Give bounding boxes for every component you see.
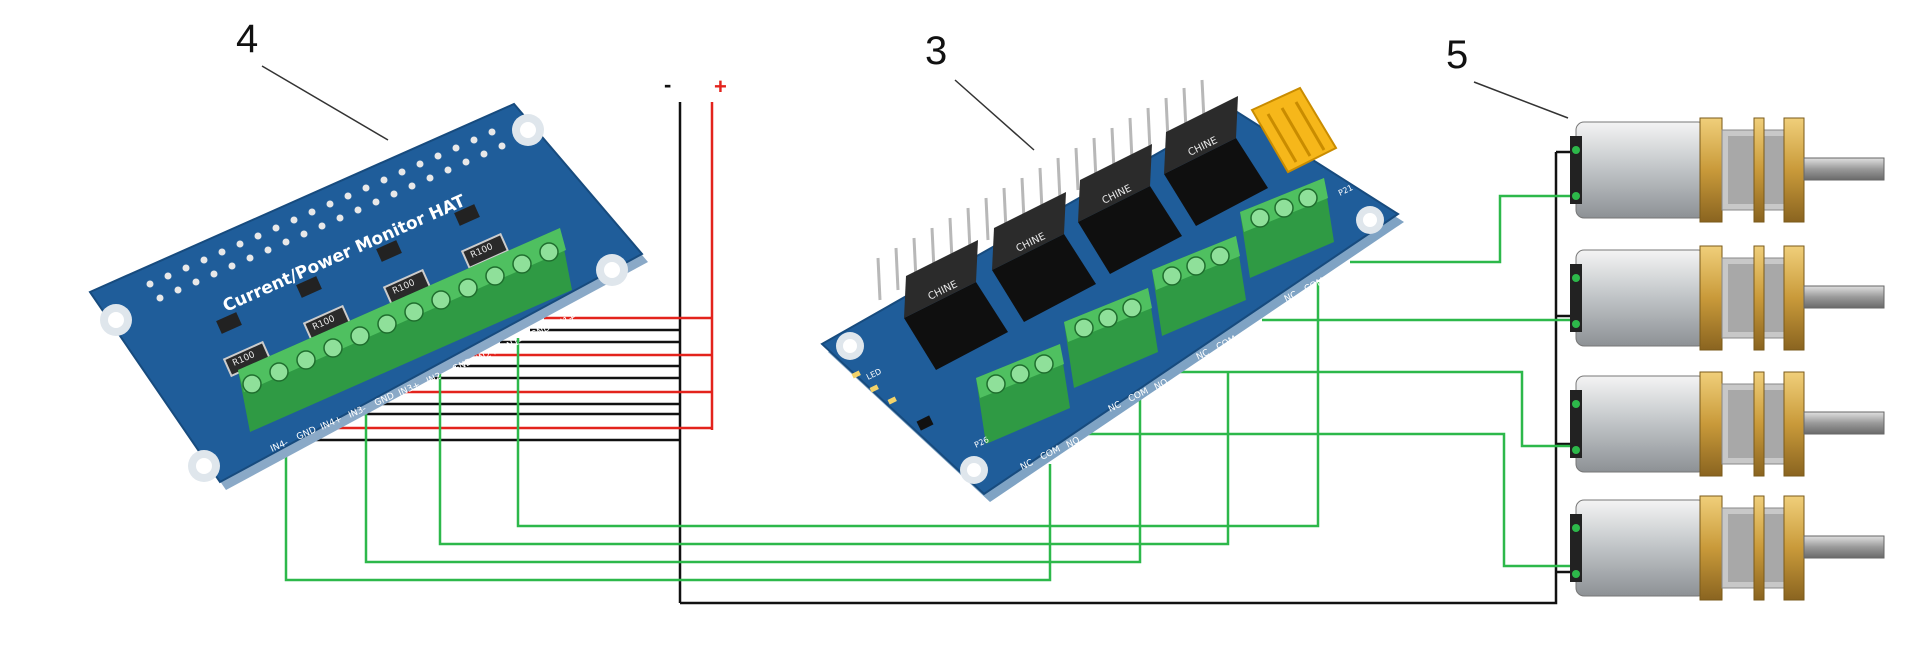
relay-status-leds xyxy=(851,370,934,431)
relay-3: CHINE xyxy=(1078,144,1182,274)
callout-5: 5 xyxy=(1446,33,1569,119)
callout-3: 3 xyxy=(925,29,1035,151)
relay-driver-ic xyxy=(916,415,934,431)
gear-motor-2 xyxy=(1570,245,1885,351)
hat-ic-chip xyxy=(454,204,480,226)
hat-ic-chip xyxy=(216,312,242,334)
wire-green-in1-com4 xyxy=(516,282,1320,528)
power-supply: - + xyxy=(664,72,727,603)
wires xyxy=(284,150,1576,605)
wire-green-in2-com3 xyxy=(438,372,1230,546)
gear-motor-4 xyxy=(1570,495,1885,601)
wire-black-motor-return xyxy=(680,152,1558,605)
gear-motor-3 xyxy=(1570,371,1885,477)
callout-4-label: 4 xyxy=(236,17,258,61)
callout-4-leader xyxy=(261,65,389,141)
hat-label-in1-minus: IN1- xyxy=(503,336,524,353)
hat-ic-chip xyxy=(296,276,322,298)
callout-5-leader xyxy=(1473,81,1569,119)
relay-board: CHINE CHINE CHINE CHINE xyxy=(820,79,1404,502)
power-plus-label: + xyxy=(714,74,727,99)
relay-terminal-blocks xyxy=(976,178,1334,444)
relay-terminal-4 xyxy=(1240,178,1334,278)
power-minus-label: - xyxy=(664,72,671,97)
wire-green-no2-motor3 xyxy=(1172,370,1576,448)
relay-yellow-connector xyxy=(1250,86,1338,174)
relay-modules: CHINE CHINE CHINE CHINE xyxy=(904,96,1268,370)
relay-1: CHINE xyxy=(904,240,1008,370)
relay-terminal-1 xyxy=(976,344,1070,444)
callout-5-label: 5 xyxy=(1446,33,1468,77)
wire-green-no1-motor4 xyxy=(1084,432,1576,568)
callout-3-label: 3 xyxy=(925,29,947,73)
relay-terminal-2 xyxy=(1064,288,1158,388)
hat-pcb xyxy=(88,102,644,484)
hat-ic-chip xyxy=(376,240,402,262)
relay-2: CHINE xyxy=(992,192,1096,322)
gear-motor-1 xyxy=(1570,117,1885,223)
hat-label-in1-plus: IN1+ xyxy=(553,312,578,330)
wire-black-motor-taps xyxy=(1556,150,1576,574)
relay-terminal-3 xyxy=(1152,236,1246,336)
callout-3-leader xyxy=(954,79,1035,151)
hat-terminal-block xyxy=(238,228,572,432)
hat-gpio-pads xyxy=(146,128,506,302)
relay-4: CHINE xyxy=(1164,96,1268,226)
hat-shunt-resistors: R100 R100 R100 R100 xyxy=(222,232,510,378)
wire-green-in4-com1 xyxy=(284,446,1052,582)
hat-label-gnd1: GND xyxy=(529,323,552,341)
hat-terminal-screws xyxy=(242,242,559,394)
callout-4: 4 xyxy=(236,17,389,141)
gear-motors xyxy=(1570,117,1885,601)
wire-green-no4-motor1 xyxy=(1350,194,1576,264)
current-power-monitor-hat: Current/Power Monitor HAT R100 R100 R100… xyxy=(88,102,648,490)
wire-green-in3-com2 xyxy=(364,392,1142,564)
